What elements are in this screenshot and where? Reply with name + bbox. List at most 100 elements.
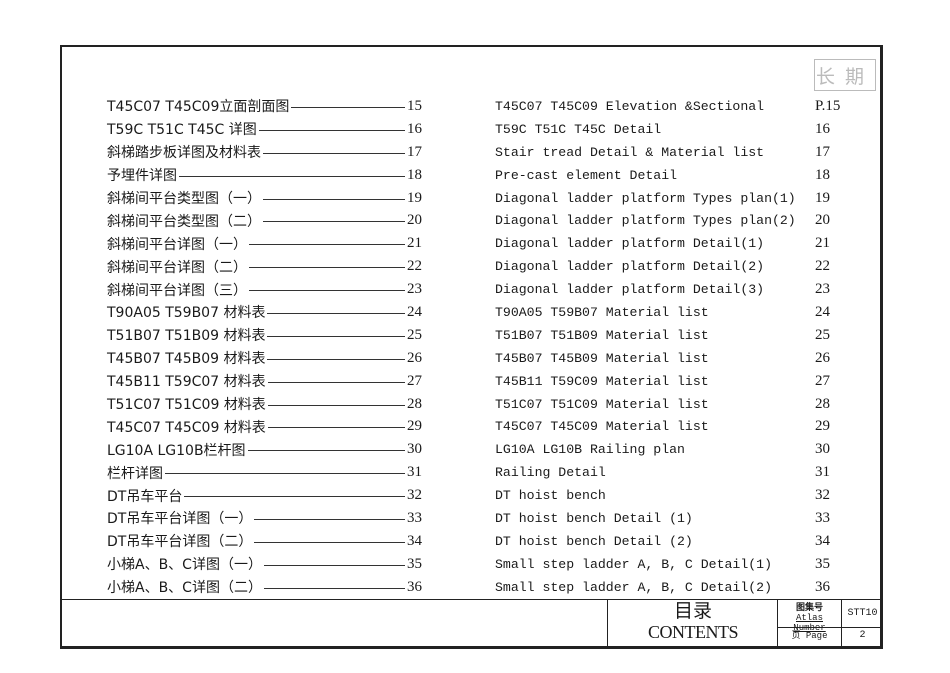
entry-title: Stair tread Detail & Material list	[495, 144, 765, 160]
title-cn: 目录	[673, 600, 712, 622]
entry-page: 16	[407, 120, 422, 137]
entry-page: 29	[815, 418, 830, 435]
entry-title: 小梯A、B、C详图（一）	[107, 557, 262, 574]
entry-title: T51B07 T51B09 材料表	[107, 328, 266, 345]
entry-title: T45B11 T59C07 材料表	[107, 374, 266, 391]
contents-entry: T45B11 T59C09 Material list 27	[495, 370, 855, 393]
leader-line	[267, 381, 405, 383]
entry-page: 33	[407, 509, 422, 526]
entry-title: 栏杆详图	[107, 465, 163, 482]
entry-title: DT hoist bench	[495, 488, 606, 504]
entry-title: T45C07 T45C09 Elevation &Sectional	[495, 98, 765, 114]
leader-line	[263, 198, 405, 200]
contents-entry: T45C07 T45C09 材料表 29	[107, 415, 422, 438]
contents-entry: DT吊车平台详图（一） 33	[107, 507, 422, 530]
entry-page: 21	[407, 235, 422, 252]
entry-page: 34	[815, 532, 830, 549]
contents-entry: 斜梯踏步板详图及材料表 17	[107, 141, 422, 164]
leader-line	[263, 587, 405, 589]
entry-page: 28	[815, 395, 830, 412]
entry-title: Diagonal ladder platform Detail(1)	[495, 236, 765, 252]
entry-page: 34	[407, 532, 422, 549]
entry-title: T51C07 T51C09 Material list	[495, 396, 709, 412]
entry-title: 斜梯间平台详图（三）	[107, 282, 247, 299]
entry-page: 23	[407, 281, 422, 298]
entry-page: 19	[815, 189, 830, 206]
leader-line	[267, 427, 405, 429]
entry-page: 35	[407, 555, 422, 572]
entry-title: T45C07 T45C09 材料表	[107, 419, 266, 436]
contents-entry: 斜梯间平台类型图（一）19	[107, 187, 422, 210]
contents-entry: 小梯A、B、C详图（二）36	[107, 576, 422, 599]
page-number: 2	[841, 628, 883, 646]
entry-title: Diagonal ladder platform Types plan(1)	[495, 190, 796, 206]
leader-line	[247, 450, 405, 452]
entry-page: 27	[815, 372, 830, 389]
entry-page: 26	[407, 349, 422, 366]
entry-title: DT吊车平台详图（二）	[107, 534, 253, 551]
contents-entry: Diagonal ladder platform Detail(2)22	[495, 255, 855, 278]
entry-page: 35	[815, 555, 830, 572]
entry-title: T59C T51C T45C 详图	[107, 122, 257, 139]
leader-line	[263, 564, 405, 566]
entry-page: 18	[407, 166, 422, 183]
contents-entry: 斜梯间平台详图（三） 23	[107, 278, 422, 301]
entry-page: 33	[815, 509, 830, 526]
entry-title: Diagonal ladder platform Detail(3)	[495, 282, 765, 298]
leader-line	[254, 541, 405, 543]
contents-entry: Diagonal ladder platform Types plan(1) 19	[495, 187, 855, 210]
entry-page: 31	[407, 464, 422, 481]
contents-entry: DT吊车平台详图（二） 34	[107, 530, 422, 553]
leader-line	[165, 473, 405, 475]
entry-title: Diagonal ladder platform Types plan(2)	[495, 213, 796, 229]
entry-title: DT吊车平台详图（一）	[107, 511, 253, 528]
contents-entry: Diagonal ladder platform Detail(1)21	[495, 232, 855, 255]
atlas-number: STT10	[841, 600, 883, 628]
entry-page: 28	[407, 395, 422, 412]
atlas-label-en: Atlas Number	[793, 613, 826, 633]
leader-line	[267, 312, 405, 314]
entry-page: 29	[407, 418, 422, 435]
contents-entry: DT hoist bench Detail (2) 34	[495, 530, 855, 553]
entry-title: T45B07 T45B09 材料表	[107, 351, 266, 368]
entry-title: Diagonal ladder platform Detail(2)	[495, 259, 765, 275]
entry-title: T90A05 T59B07 Material list	[495, 304, 709, 320]
leader-line	[267, 404, 405, 406]
leader-line	[267, 358, 405, 360]
entry-page: 36	[815, 578, 830, 595]
entry-page: 24	[815, 303, 830, 320]
entry-page: 16	[815, 120, 830, 137]
entry-title: DT吊车平台	[107, 488, 183, 505]
entry-title: T45B07 T45B09 Material list	[495, 350, 709, 366]
contents-entry: DT吊车平台 32	[107, 484, 422, 507]
leader-line	[263, 152, 405, 154]
entry-title: T45B11 T59C09 Material list	[495, 373, 709, 389]
leader-line	[267, 335, 405, 337]
entry-page: P.15	[815, 97, 841, 114]
leader-line	[249, 267, 405, 269]
contents-entry: T45B07 T45B09 材料表 26	[107, 347, 422, 370]
entry-title: T51B07 T51B09 Material list	[495, 327, 709, 343]
entry-page: 17	[407, 143, 422, 160]
entry-title: DT hoist bench Detail (2)	[495, 533, 693, 549]
entry-page: 22	[407, 258, 422, 275]
contents-entry: T45B07 T45B09 Material list 26	[495, 347, 855, 370]
entry-page: 26	[815, 349, 830, 366]
stamp: 长期	[814, 59, 876, 91]
entry-title: 斜梯间平台详图（一）	[107, 236, 247, 253]
entry-title: Pre-cast element Detail	[495, 167, 678, 183]
entry-page: 32	[407, 487, 422, 504]
contents-entry: Small step ladder A, B, C Detail(1)35	[495, 553, 855, 576]
leader-line	[179, 175, 405, 177]
entry-title: 斜梯踏步板详图及材料表	[107, 145, 261, 162]
contents-entry: 斜梯间平台详图（二）22	[107, 255, 422, 278]
contents-entry: Diagonal ladder platform Detail(3)23	[495, 278, 855, 301]
entry-page: 30	[407, 441, 422, 458]
